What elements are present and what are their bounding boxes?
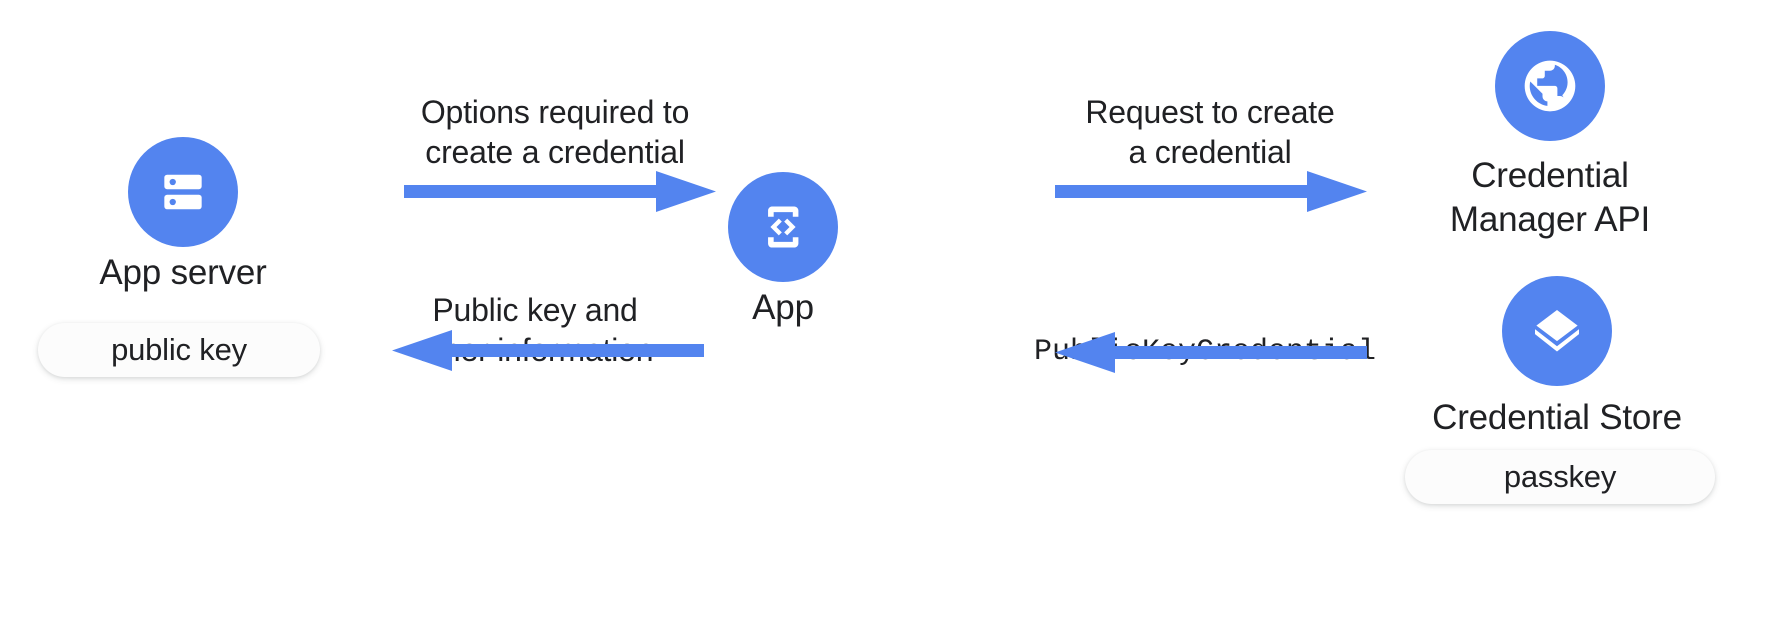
app-server-label: App server xyxy=(99,253,267,292)
arrow-credential-store-to-app xyxy=(1055,328,1367,376)
globe-icon xyxy=(1519,55,1581,117)
credential-store-pill-passkey: passkey xyxy=(1405,450,1715,504)
arrow-app-to-server xyxy=(392,326,704,374)
layers-icon xyxy=(1528,302,1586,360)
arrow-label-app-to-cm: Request to create a credential xyxy=(1085,94,1335,170)
device-code-icon xyxy=(755,199,811,255)
arrow-label-app-to-server: Public key and other information xyxy=(417,292,654,368)
arrow-server-to-app xyxy=(404,167,716,215)
app-label: App xyxy=(752,288,814,327)
credential-store-label: Credential Store xyxy=(1432,398,1682,437)
arrow-label-server-to-app: Options required to create a credential xyxy=(420,94,690,170)
credential-manager-api-label: Credential Manager API xyxy=(1449,156,1651,239)
app-server-icon-circle xyxy=(128,137,238,247)
app-icon-circle xyxy=(728,172,838,282)
credential-store-icon-circle xyxy=(1502,276,1612,386)
credential-manager-api-icon-circle xyxy=(1495,31,1605,141)
arrow-app-to-credential-manager xyxy=(1055,167,1367,215)
server-icon xyxy=(155,164,211,220)
app-server-pill-public-key: public key xyxy=(38,323,320,377)
